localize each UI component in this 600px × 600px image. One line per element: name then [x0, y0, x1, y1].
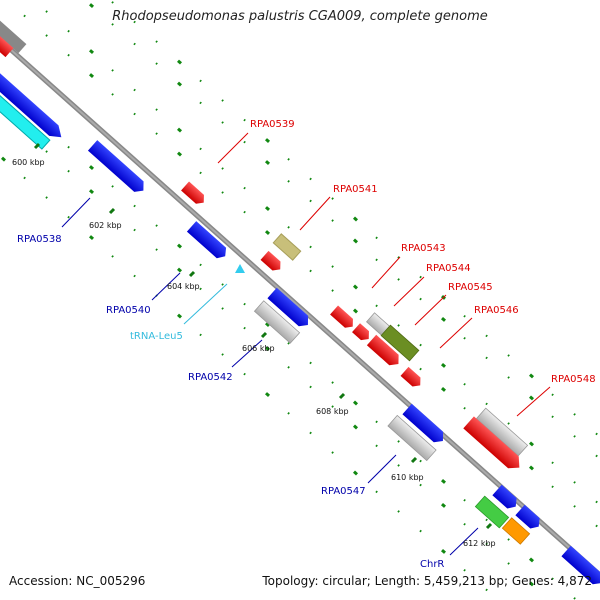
gene-RPA0539[interactable] [181, 181, 208, 208]
scale-tick-label: 602 kbp [89, 221, 122, 230]
gene-feature-small-red-2[interactable] [352, 323, 373, 343]
scale-tick-mark [485, 522, 493, 530]
gene-features [0, 14, 600, 588]
gene-RPA0548[interactable] [463, 416, 524, 473]
genome-summary: Topology: circular; Length: 5,459,213 bp… [262, 574, 592, 588]
scale-tick-mark [108, 207, 116, 215]
gene-label-ChrR[interactable]: ChrR [420, 559, 444, 570]
gene-feature-partial-gray[interactable] [0, 14, 27, 54]
scale-tick-label: 604 kbp [167, 282, 200, 291]
gene-label-RPA0540[interactable]: RPA0540 [106, 305, 151, 316]
track-guide-line [89, 3, 598, 458]
accession-label: Accession: NC_005296 [9, 574, 146, 588]
gene-RPA0546[interactable] [400, 366, 425, 390]
trna-feature-partial[interactable] [0, 86, 51, 150]
scale-ticks: 600 kbp 602 kbp 604 kbp 606 kbp 608 kbp 610 k… [12, 142, 496, 548]
track-guide-line [1, 156, 488, 592]
track-guide-line [1, 86, 576, 600]
scale-tick-label: 606 kbp [242, 344, 275, 353]
gene-RPA0547[interactable] [402, 403, 447, 446]
gene-label-RPA0548[interactable]: RPA0548 [551, 374, 596, 385]
genome-title: Rhodopseudomonas palustris CGA009, compl… [112, 9, 488, 24]
scale-tick-label: 612 kbp [463, 539, 496, 548]
trna-Leu5-feature[interactable] [235, 264, 245, 273]
gene-RPA0543[interactable] [330, 305, 357, 332]
scale-tick-label: 610 kbp [391, 473, 424, 482]
gene-feature-small-red[interactable] [260, 250, 285, 274]
scale-tick-mark [410, 456, 418, 464]
gene-label-RPA0543[interactable]: RPA0543 [401, 243, 446, 254]
scale-tick-mark [260, 331, 268, 339]
scale-tick-mark [188, 270, 196, 278]
gene-feature-blue-small-2[interactable] [515, 504, 543, 532]
scale-tick-mark [33, 142, 41, 150]
scale-tick-label: 600 kbp [12, 158, 45, 167]
gene-RPA0548-pseudo[interactable] [475, 407, 529, 457]
gene-label-RPA0547[interactable]: RPA0547 [321, 486, 366, 497]
gene-label-tRNA-Leu5[interactable]: tRNA-Leu5 [130, 331, 183, 342]
gene-label-RPA0538[interactable]: RPA0538 [17, 234, 62, 245]
gene-RPA0538[interactable] [87, 140, 148, 196]
scale-tick-label: 608 kbp [316, 407, 349, 416]
label-leaders [61, 132, 551, 556]
gene-RPA0547-pseudo[interactable] [387, 414, 437, 462]
scale-tick-mark [338, 392, 346, 400]
gene-labels: RPA0539RPA0541RPA0543RPA0544RPA0545RPA05… [17, 119, 596, 570]
track-guide-line [1, 110, 534, 587]
gene-feature-partial-red[interactable] [0, 34, 14, 58]
gene-label-RPA0546[interactable]: RPA0546 [474, 305, 519, 316]
gene-label-RPA0539[interactable]: RPA0539 [250, 119, 295, 130]
gene-RPA0542[interactable] [267, 287, 312, 330]
gene-label-RPA0544[interactable]: RPA0544 [426, 263, 471, 274]
gene-RPA0540[interactable] [186, 221, 230, 261]
gene-RPA0545[interactable] [366, 334, 403, 369]
gene-label-RPA0542[interactable]: RPA0542 [188, 372, 233, 383]
gene-label-RPA0541[interactable]: RPA0541 [333, 184, 378, 195]
gene-RPA0544[interactable] [380, 324, 420, 362]
gene-label-RPA0545[interactable]: RPA0545 [448, 282, 493, 293]
track-guide-line [45, 10, 598, 504]
gene-feature-partial-blue[interactable] [0, 65, 66, 143]
genome-backbone [0, 38, 600, 577]
gene-RPA0542-pseudo[interactable] [253, 300, 301, 344]
gene-feature-partial-blue-2[interactable] [561, 545, 600, 588]
gene-RPA0541[interactable] [272, 233, 302, 261]
track-guide-line [111, 1, 598, 436]
gene-feature-orange[interactable] [501, 517, 531, 545]
gene-ChrR[interactable] [474, 495, 510, 529]
gene-feature-blue-small[interactable] [492, 484, 520, 512]
